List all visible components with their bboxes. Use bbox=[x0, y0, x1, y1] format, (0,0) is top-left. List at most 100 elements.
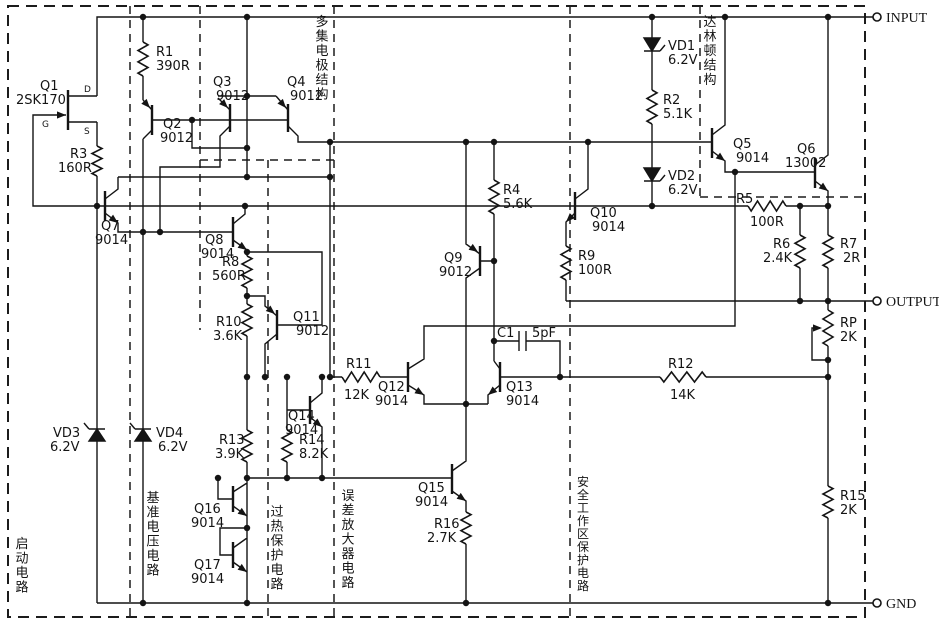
label-pin-d: D bbox=[84, 85, 91, 95]
R7-resistor-symbol bbox=[821, 234, 835, 269]
junction-dot bbox=[326, 138, 334, 146]
input-terminal-label: INPUT bbox=[886, 11, 928, 26]
label-Q7-ref: Q7 bbox=[101, 219, 120, 234]
block-label-reference: 基准电压电路 bbox=[146, 491, 159, 579]
junction-dot bbox=[824, 599, 832, 607]
block-label-soa: 安全工作区保护电路 bbox=[577, 474, 589, 593]
label-R4-ref: R4 bbox=[503, 183, 520, 198]
input-terminal-icon bbox=[872, 12, 882, 22]
label-R16-ref: R16 bbox=[434, 517, 460, 532]
junction-dot bbox=[318, 373, 326, 381]
label-R4-val: 5.6K bbox=[503, 197, 533, 212]
gnd-terminal-label: GND bbox=[886, 597, 916, 612]
label-R2-val: 5.1K bbox=[663, 107, 693, 122]
label-Q12-ref: Q12 bbox=[378, 380, 405, 395]
junction-dot bbox=[796, 297, 804, 305]
junction-dot bbox=[824, 13, 832, 21]
label-R11-ref: R11 bbox=[346, 357, 372, 372]
Q11-arrow-icon bbox=[265, 305, 275, 314]
label-Q7-val: 9014 bbox=[95, 233, 128, 248]
label-Q11-ref: Q11 bbox=[293, 310, 320, 325]
junction-dot bbox=[243, 474, 251, 482]
label-Q6-val: 13002 bbox=[785, 156, 826, 171]
Q14-arrow-icon bbox=[312, 418, 322, 427]
junction-dot bbox=[188, 116, 196, 124]
label-Q9-val: 9012 bbox=[439, 265, 472, 280]
junction-dot bbox=[326, 173, 334, 181]
label-Q16-ref: Q16 bbox=[194, 502, 221, 517]
junction-dot bbox=[283, 474, 291, 482]
Q13-arrow-icon bbox=[488, 386, 498, 395]
Q3-arrow-icon bbox=[219, 99, 228, 108]
label-Q4-val: 9012 bbox=[290, 89, 323, 104]
label-pin-g: G bbox=[42, 120, 49, 130]
Q6-arrow-icon bbox=[818, 182, 828, 191]
label-R14-ref: R14 bbox=[299, 433, 325, 448]
label-Q8-val: 9014 bbox=[201, 247, 234, 262]
label-Q12-val: 9014 bbox=[375, 394, 408, 409]
label-R3-ref: R3 bbox=[70, 147, 87, 162]
junction-dot bbox=[648, 202, 656, 210]
R5-resistor-symbol bbox=[747, 199, 787, 213]
label-Q13-ref: Q13 bbox=[506, 380, 533, 395]
junction-dot bbox=[648, 13, 656, 21]
junction-dot bbox=[139, 13, 147, 21]
junction-dot bbox=[241, 202, 249, 210]
label-R15-ref: R15 bbox=[840, 489, 866, 504]
label-RP-ref: RP bbox=[840, 316, 857, 331]
label-R11-val: 12K bbox=[344, 388, 370, 403]
label-Q11-val: 9012 bbox=[296, 324, 329, 339]
block-divider-lines bbox=[129, 6, 865, 617]
label-VD4-val: 6.2V bbox=[158, 440, 188, 455]
junction-dot bbox=[731, 168, 739, 176]
junction-dot bbox=[824, 356, 832, 364]
junction-dot bbox=[326, 373, 334, 381]
R2-resistor-symbol bbox=[645, 89, 659, 125]
label-Q15-val: 9014 bbox=[415, 495, 448, 510]
label-R9-val: 100R bbox=[578, 263, 612, 278]
transistor-base-bars bbox=[66, 90, 817, 568]
label-Q17-ref: Q17 bbox=[194, 558, 221, 573]
junction-dot bbox=[243, 599, 251, 607]
block-label-startup: 启动电路 bbox=[15, 537, 28, 596]
label-R13-val: 3.9K bbox=[215, 447, 245, 462]
label-VD3-ref: VD3 bbox=[53, 426, 80, 441]
R10-resistor-symbol bbox=[240, 303, 254, 337]
output-terminal-icon bbox=[872, 296, 882, 306]
terminal-circles bbox=[872, 12, 882, 608]
label-R12-val: 14K bbox=[670, 388, 696, 403]
junction-dot bbox=[584, 138, 592, 146]
label-R6-ref: R6 bbox=[773, 237, 790, 252]
label-R15-val: 2K bbox=[840, 503, 857, 518]
label-Q5-val: 9014 bbox=[736, 151, 769, 166]
label-R2-ref: R2 bbox=[663, 93, 680, 108]
Q7-arrow-icon bbox=[108, 214, 118, 223]
R13-resistor-symbol bbox=[240, 429, 254, 463]
junction-dot bbox=[261, 373, 269, 381]
junction-dot bbox=[93, 202, 101, 210]
Q17-arrow-icon bbox=[237, 563, 247, 572]
R8-resistor-symbol bbox=[240, 255, 254, 289]
R6-resistor-symbol bbox=[793, 234, 807, 269]
Q9-arrow-icon bbox=[468, 243, 478, 252]
junction-dot bbox=[243, 173, 251, 181]
R15-resistor-symbol bbox=[821, 485, 835, 519]
R14-resistor-symbol bbox=[280, 429, 294, 463]
junction-dot bbox=[462, 400, 470, 408]
junction-dot bbox=[556, 373, 564, 381]
junction-dot bbox=[318, 474, 326, 482]
label-C1-val: 5pF bbox=[532, 326, 556, 341]
junction-dot bbox=[243, 373, 251, 381]
label-R12-ref: R12 bbox=[668, 357, 694, 372]
label-VD3-val: 6.2V bbox=[50, 440, 80, 455]
label-Q14-ref: Q14 bbox=[288, 409, 315, 424]
junction-dot bbox=[721, 13, 729, 21]
junction-dot bbox=[824, 202, 832, 210]
label-Q5-ref: Q5 bbox=[733, 137, 752, 152]
label-Q8-ref: Q8 bbox=[205, 233, 224, 248]
block-label-thermal: 过热保护电路 bbox=[270, 505, 283, 593]
R3-resistor-symbol bbox=[90, 145, 104, 177]
zener-VD4-icon bbox=[129, 422, 153, 442]
label-Q15-ref: Q15 bbox=[418, 481, 445, 496]
